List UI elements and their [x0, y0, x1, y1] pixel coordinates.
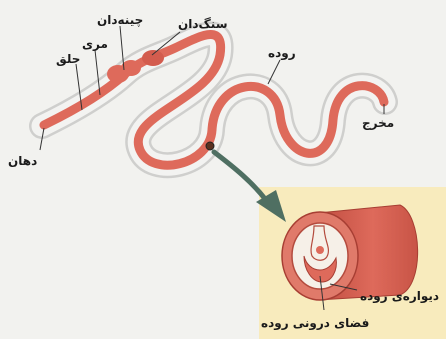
label-esophagus: مری: [82, 37, 108, 51]
label-pharynx: حلق: [56, 52, 80, 66]
label-anus: مخرج: [362, 116, 394, 130]
label-intestine-wall: دیواره‌ی روده: [360, 289, 439, 303]
typhlosole-center: [316, 246, 324, 254]
section-point: [206, 142, 214, 150]
label-crop: چینه‌دان: [97, 13, 143, 27]
label-intestine-lumen: فضای درونی روده: [261, 316, 369, 330]
zoom-arrow: [214, 152, 266, 200]
label-intestine: روده: [268, 46, 296, 60]
leader-intestine: [268, 60, 280, 84]
label-mouth: دهان: [8, 154, 37, 168]
gizzard-bulge: [142, 50, 164, 66]
label-gizzard: سنگ‌دان: [178, 17, 228, 31]
